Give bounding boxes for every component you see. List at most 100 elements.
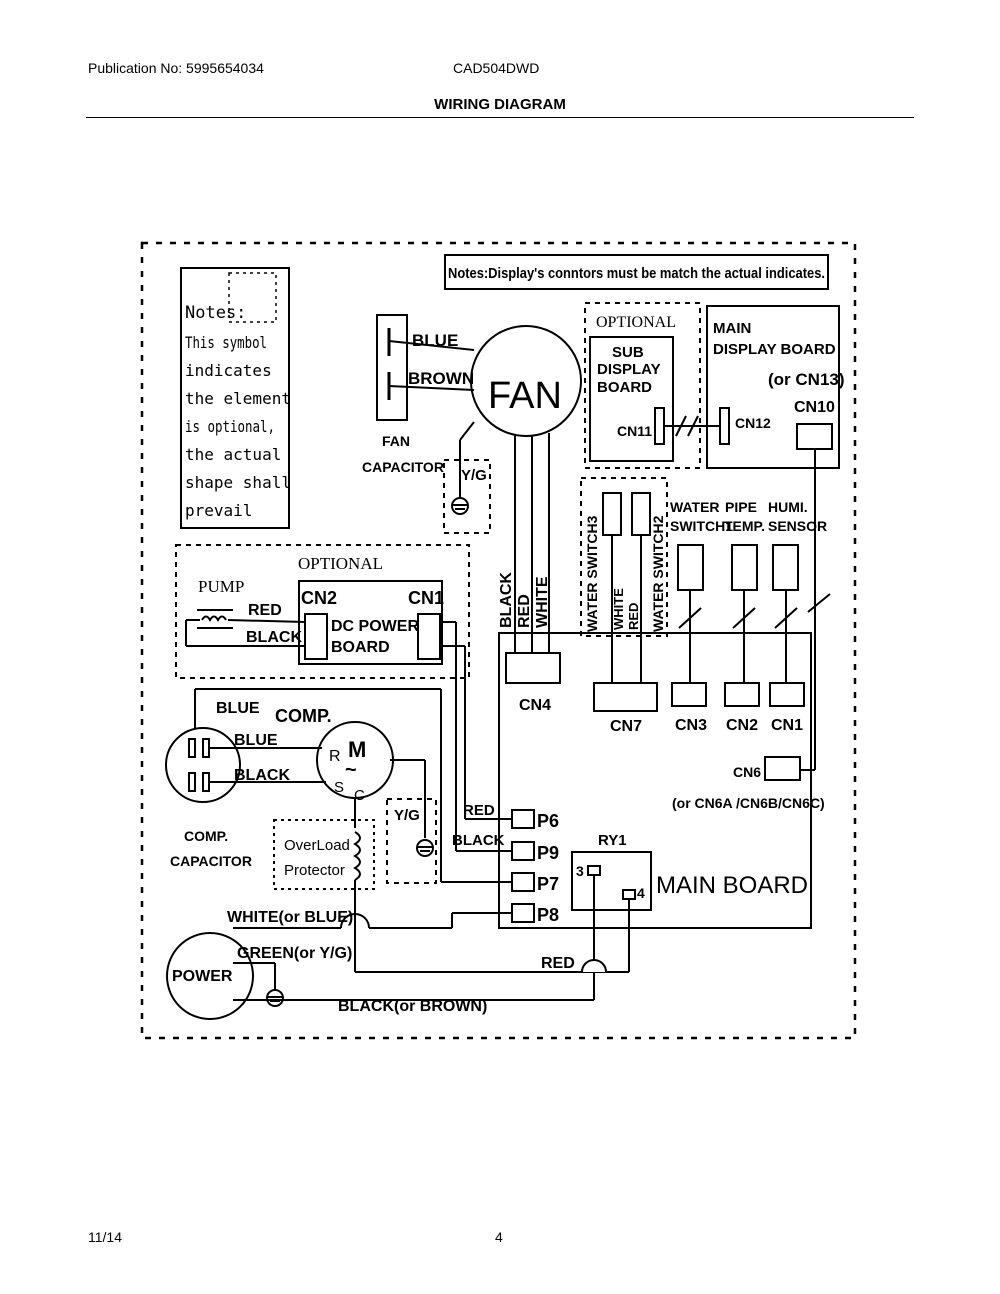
cn6-connector — [764, 756, 801, 781]
brown-wire-label: BROWN — [408, 369, 474, 388]
water-switch3-label: WATER SWITCH3 — [584, 515, 600, 632]
comp-blue-label: BLUE — [234, 732, 278, 749]
pump-label: PUMP — [198, 577, 244, 596]
cn10-label: CN10 — [794, 399, 835, 416]
ws-red-label: RED — [626, 603, 641, 630]
cn3-label: CN3 — [675, 717, 707, 734]
diagram-frame — [140, 241, 857, 1040]
cn2-connector — [724, 682, 760, 707]
cn4-connector — [505, 652, 561, 684]
left-notes-heading: Notes: — [185, 303, 246, 323]
comp-m-label: M — [348, 737, 366, 762]
ws-white-label: WHITE — [611, 588, 626, 630]
overload-label-2: Protector — [284, 862, 345, 879]
main-board-label: MAIN BOARD — [656, 872, 808, 899]
comp-tilde: ~ — [345, 759, 357, 781]
comp-black-label: BLACK — [234, 767, 290, 784]
sub-display-label-1: SUB — [612, 344, 644, 361]
pipe-temp-sensor — [731, 544, 758, 591]
ry1-pin3-label: 3 — [576, 863, 584, 879]
left-notes-line-1: This symbol — [185, 333, 267, 352]
p8-label: P8 — [537, 905, 559, 925]
dc-cn1-label: CN1 — [408, 588, 444, 608]
sub-display-label-3: BOARD — [597, 379, 652, 396]
water-switch-3 — [602, 492, 622, 536]
overload-protector-box — [273, 819, 375, 890]
cn3-connector — [671, 682, 707, 707]
fan-motor — [470, 325, 582, 437]
comp-label: COMP. — [275, 706, 332, 726]
comp-capacitor-label-1: COMP. — [184, 828, 228, 844]
fan-white-label: WHITE — [534, 576, 551, 628]
page-title: WIRING DIAGRAM — [434, 96, 566, 113]
left-notes-line-5: the actual — [185, 445, 281, 464]
optional-dc-power-box — [175, 544, 470, 679]
left-notes-line-3: the element — [185, 389, 291, 408]
ry1-pin4-label: 4 — [637, 885, 645, 901]
optional-sub-label: OPTIONAL — [596, 314, 676, 331]
power-plug — [166, 932, 254, 1020]
humi-label-2: SENSOR — [768, 518, 827, 534]
cn10-connector — [796, 423, 833, 450]
fan-ground-box — [443, 459, 491, 534]
cn11-label: CN11 — [617, 423, 652, 439]
footer-date: 11/14 — [88, 1229, 122, 1245]
humi-sensor — [772, 544, 799, 591]
top-note-text: Notes:Display's conntors must be match t… — [448, 265, 825, 282]
left-notes-line-2: indicates — [185, 361, 272, 380]
or-cn13-label: (or CN13) — [768, 370, 845, 389]
left-notes-line-6: shape shall — [185, 473, 291, 492]
top-note-box — [444, 254, 829, 290]
p9-label: P9 — [537, 843, 559, 863]
comp-s-label: S — [334, 779, 344, 796]
comp-yg-label: Y/G — [394, 807, 420, 824]
comp-capacitor-label-2: CAPACITOR — [170, 853, 252, 869]
header-rule — [86, 117, 914, 118]
pump-red-label: RED — [248, 602, 282, 619]
comp-capacitor — [165, 727, 241, 803]
water-switch1-label-1: WATER — [670, 499, 720, 515]
fan-capacitor-label-1: FAN — [382, 433, 410, 449]
overload-label-1: OverLoad — [284, 837, 350, 854]
water-switch-1 — [677, 544, 704, 591]
cn1-connector — [769, 682, 805, 707]
cn7-label: CN7 — [610, 718, 642, 735]
water-switch2-label: WATER SWITCH2 — [650, 515, 666, 632]
pipe-temp-label-2: TEMP. — [724, 518, 765, 534]
main-display-label-1: MAIN — [713, 320, 751, 337]
green-or-yg-label: GREEN(or Y/G) — [237, 945, 352, 962]
cn2-label: CN2 — [726, 717, 758, 734]
sub-display-board — [589, 336, 674, 462]
p6-label: P6 — [537, 811, 559, 831]
power-label: POWER — [172, 968, 233, 985]
red-power-label: RED — [541, 955, 575, 972]
fan-capacitor — [376, 314, 408, 421]
dc-power-label-2: BOARD — [331, 639, 390, 656]
humi-label-1: HUMI. — [768, 499, 808, 515]
sub-display-label-2: DISPLAY — [597, 361, 661, 378]
pump-black-label: BLACK — [246, 629, 302, 646]
comp-blue-top-label: BLUE — [216, 700, 260, 717]
water-switch-box — [580, 477, 668, 637]
water-switch1-label-2: SWITCH1 — [670, 518, 733, 534]
fan-ground-icon — [451, 497, 469, 515]
ry1-label: RY1 — [598, 832, 627, 849]
or-cn6-label: (or CN6A /CN6B/CN6C) — [672, 795, 825, 811]
publication-number: Publication No: 5995654034 — [88, 60, 264, 76]
dc-cn2-label: CN2 — [301, 588, 337, 608]
p6-terminal — [511, 809, 535, 829]
comp-r-label: R — [329, 748, 341, 765]
p7-terminal — [511, 872, 535, 892]
fan-red-label: RED — [516, 594, 533, 628]
water-switch-2 — [631, 492, 651, 536]
model-number: CAD504DWD — [453, 60, 540, 76]
p9-black-label: BLACK — [452, 832, 505, 849]
left-notes-line-7: prevail — [185, 501, 252, 520]
p9-terminal — [511, 841, 535, 861]
cn4-label: CN4 — [519, 697, 551, 714]
left-notes-box — [180, 267, 290, 529]
fan-yg-label: Y/G — [461, 467, 487, 484]
cn1-label: CN1 — [771, 717, 803, 734]
p7-label: P7 — [537, 874, 559, 894]
